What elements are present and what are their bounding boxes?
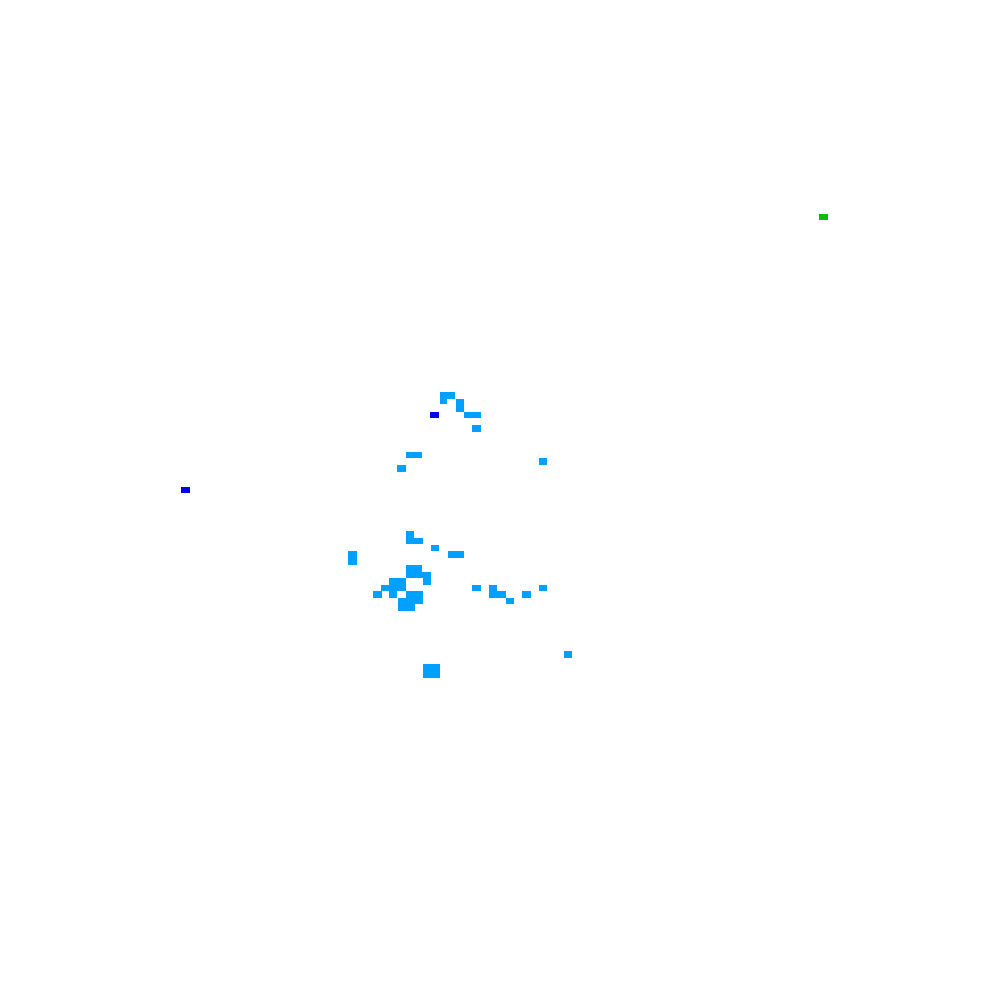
map-cell-blue-31 [430, 412, 439, 418]
map-cell-blue-32 [181, 487, 190, 493]
map-cell-light-blue-17 [381, 585, 406, 591]
map-cell-light-blue-6 [397, 465, 406, 472]
map-cell-light-blue-24 [489, 585, 497, 591]
map-cell-light-blue-21 [398, 598, 423, 604]
map-cell-light-blue-11 [448, 551, 464, 558]
map-cell-light-blue-14 [406, 572, 431, 578]
map-cell-light-blue-1 [440, 399, 447, 404]
map-cell-light-blue-20 [406, 591, 423, 598]
map-cell-light-blue-19 [389, 591, 397, 598]
map-cell-light-blue-15 [423, 578, 431, 585]
map-cell-light-blue-18 [373, 591, 382, 598]
map-cell-light-blue-8 [406, 531, 414, 538]
map-cell-light-blue-10 [431, 545, 439, 551]
map-cell-light-blue-25 [489, 591, 506, 598]
map-cell-light-blue-0 [440, 392, 455, 399]
map-cell-light-blue-12 [348, 551, 357, 565]
map-cell-light-blue-3 [464, 412, 481, 418]
map-cell-light-blue-29 [564, 651, 572, 658]
map-cell-green-33 [819, 214, 828, 220]
map-cell-light-blue-27 [522, 591, 531, 598]
map-cell-light-blue-30 [423, 664, 440, 678]
map-cell-light-blue-26 [506, 598, 514, 604]
map-cell-light-blue-13 [406, 565, 422, 572]
map-cell-light-blue-4 [472, 425, 481, 432]
map-cell-light-blue-9 [406, 538, 423, 544]
map-cell-light-blue-7 [539, 458, 547, 465]
map-cell-light-blue-16 [389, 578, 406, 585]
map-cell-light-blue-28 [539, 585, 547, 591]
map-cell-light-blue-22 [398, 604, 415, 611]
map-cell-light-blue-2 [456, 399, 464, 412]
map-cell-light-blue-23 [472, 585, 481, 591]
map-cell-light-blue-5 [406, 452, 422, 458]
